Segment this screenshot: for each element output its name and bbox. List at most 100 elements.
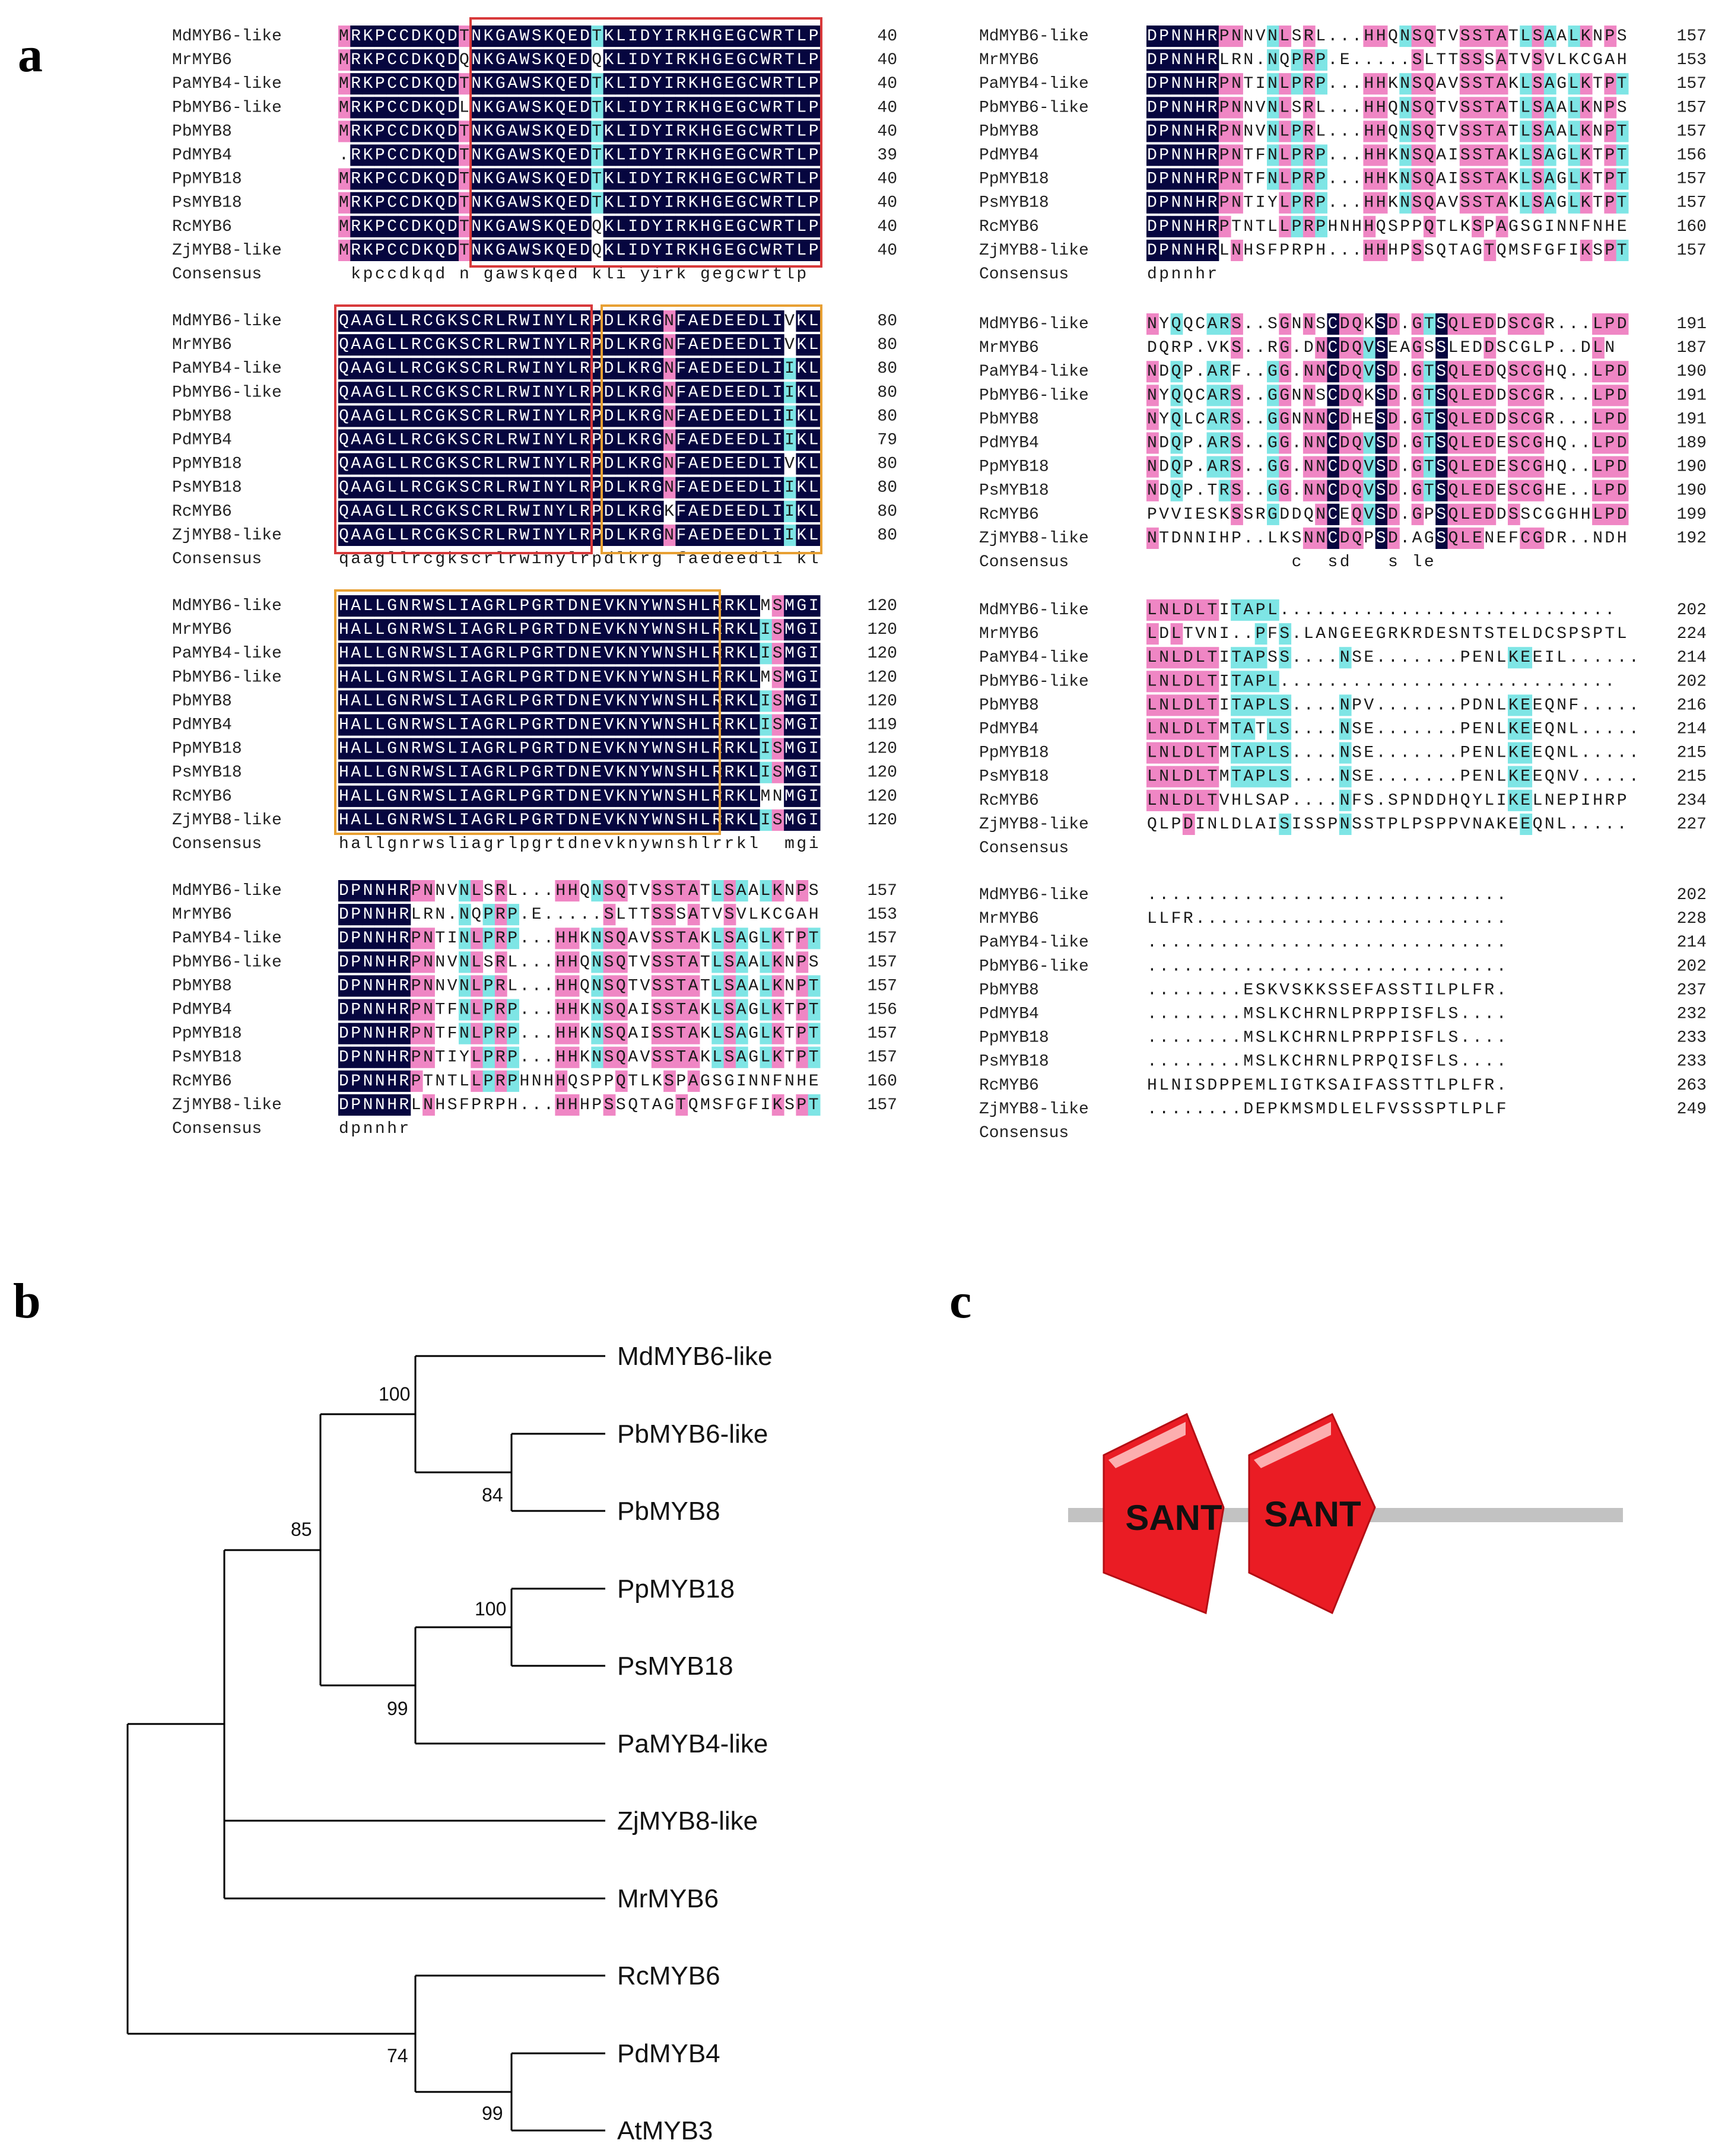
residue: P — [507, 1001, 517, 1020]
residue: G — [652, 479, 662, 497]
consensus-residue: r — [761, 265, 771, 284]
residue: R — [676, 242, 686, 260]
residue: D — [640, 170, 650, 189]
residue: . — [1328, 672, 1338, 691]
residue: N — [1147, 529, 1157, 548]
residue: S — [676, 668, 686, 687]
residue: R — [351, 99, 361, 117]
residue: D — [1424, 625, 1434, 643]
residue: S — [1243, 506, 1253, 524]
consensus-label: Consensus — [172, 265, 262, 284]
residue: I — [809, 644, 819, 663]
residue: . — [1569, 458, 1579, 477]
residue: R — [676, 194, 686, 212]
residue: G — [532, 597, 542, 615]
residue: G — [484, 716, 494, 735]
residue: V — [1256, 27, 1266, 46]
residue: Q — [1497, 363, 1507, 381]
residue: I — [532, 336, 542, 354]
residue: I — [1448, 170, 1459, 189]
residue: E — [725, 479, 735, 497]
residue: I — [809, 716, 819, 735]
residue: Q — [1545, 720, 1555, 739]
residue: L — [1593, 434, 1603, 453]
consensus-residue: n — [1183, 265, 1193, 284]
residue: K — [363, 27, 373, 46]
residue: T — [1593, 147, 1603, 165]
residue: S — [1520, 218, 1530, 236]
residue: Q — [339, 431, 349, 450]
conservation-shade — [374, 49, 387, 71]
residue: R — [580, 431, 590, 450]
sequence-name: MdMYB6-like — [172, 882, 282, 900]
residue: S — [1436, 458, 1446, 477]
residue: K — [700, 1049, 710, 1067]
residue: M — [1219, 720, 1230, 739]
residue: N — [1304, 434, 1314, 453]
residue: L — [616, 194, 626, 212]
residue: N — [628, 668, 638, 687]
residue: T — [676, 1001, 686, 1020]
residue: C — [387, 194, 397, 212]
residue: D — [447, 170, 458, 189]
residue: Y — [652, 218, 662, 236]
residue: K — [628, 407, 638, 426]
residue: P — [351, 1025, 361, 1043]
residue: E — [1364, 768, 1374, 786]
residue: Q — [339, 336, 349, 354]
residue: Y — [555, 360, 566, 378]
residue: K — [484, 242, 494, 260]
residue: S — [676, 811, 686, 830]
residue: A — [628, 1049, 638, 1067]
residue: Q — [1424, 218, 1434, 236]
consensus-residue: l — [604, 265, 614, 284]
residue: L — [1520, 75, 1530, 93]
residue: L — [809, 526, 819, 545]
residue: L — [616, 407, 626, 426]
residue: Q — [1183, 315, 1193, 334]
residue: W — [520, 99, 530, 117]
residue: L — [471, 1001, 481, 1020]
residue: N — [1147, 458, 1157, 477]
residue: N — [580, 740, 590, 758]
residue: K — [363, 99, 373, 117]
residue: S — [664, 953, 674, 971]
residue: P — [1412, 218, 1422, 236]
residue: M — [784, 621, 795, 639]
residue: L — [387, 479, 397, 497]
residue: T — [784, 242, 795, 260]
residue: D — [1617, 458, 1627, 477]
residue: T — [676, 882, 686, 900]
position-number: 153 — [868, 906, 897, 924]
residue: G — [736, 27, 746, 46]
residue: C — [1520, 482, 1530, 500]
residue: S — [459, 312, 469, 331]
residue: W — [520, 242, 530, 260]
residue: Q — [435, 147, 445, 165]
residue: E — [725, 99, 735, 117]
residue: A — [688, 906, 698, 924]
residue: E — [1520, 649, 1530, 667]
residue: R — [544, 740, 554, 758]
residue: L — [399, 479, 409, 497]
residue: . — [1316, 720, 1326, 739]
residue: E — [725, 75, 735, 93]
residue: L — [761, 526, 771, 545]
residue: C — [748, 122, 758, 141]
residue: . — [1352, 147, 1362, 165]
residue: S — [1617, 27, 1627, 46]
residue: T — [1208, 601, 1218, 620]
position-number: 120 — [868, 597, 897, 615]
residue: . — [1376, 672, 1386, 691]
residue: N — [1231, 194, 1241, 212]
residue: H — [580, 1096, 590, 1114]
residue: T — [1159, 529, 1169, 548]
residue: E — [725, 27, 735, 46]
residue: . — [1460, 672, 1470, 691]
residue: N — [1316, 482, 1326, 500]
residue: P — [1605, 194, 1615, 212]
residue: P — [592, 431, 602, 450]
position-number: 192 — [1677, 529, 1707, 548]
residue: . — [1364, 672, 1374, 691]
residue: C — [1328, 529, 1338, 548]
